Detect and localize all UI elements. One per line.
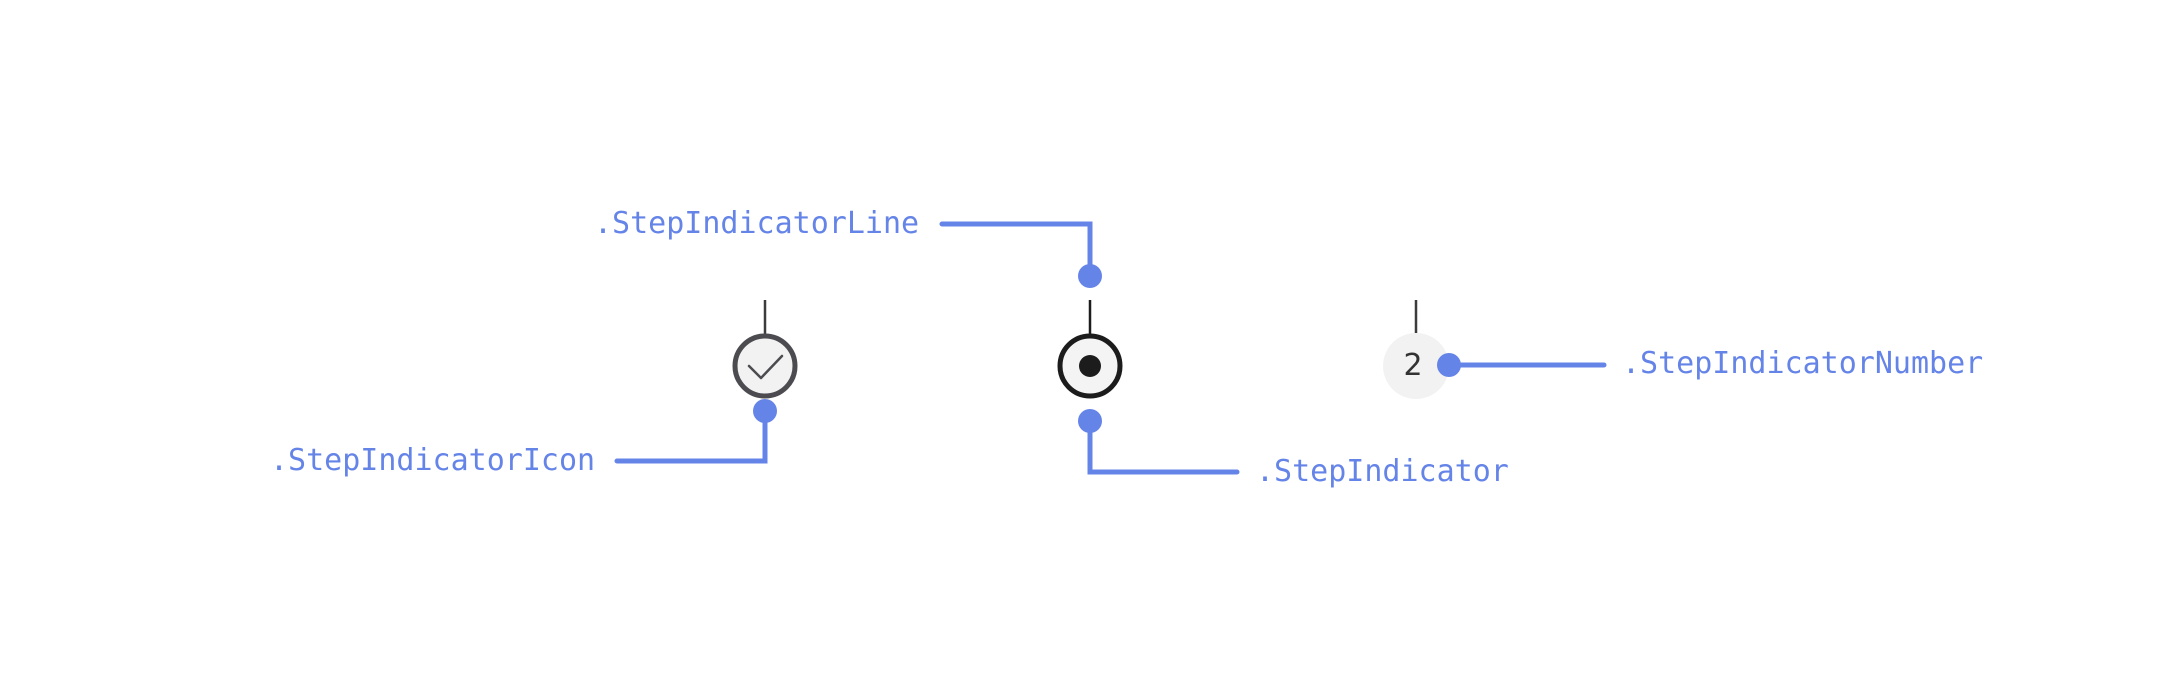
step-completed [732, 300, 798, 399]
annotation-line-connector [939, 221, 1102, 288]
step-active [1057, 300, 1123, 399]
step-indicator-completed [732, 333, 798, 399]
annotation-number-connector [1437, 353, 1607, 377]
step-indicator-upcoming [1383, 333, 1449, 399]
annotation-label-step-indicator-line: .StepIndicatorLine [594, 206, 920, 241]
annotation-label-step-indicator: .StepIndicator [1256, 454, 1509, 489]
dot-icon [1079, 355, 1101, 377]
annotation-label-step-indicator-number: .StepIndicatorNumber [1622, 346, 1984, 381]
check-icon [747, 354, 784, 380]
step-upcoming [1383, 300, 1449, 399]
annotation-label-step-indicator-icon: .StepIndicatorIcon [270, 443, 596, 478]
annotation-icon-connector [614, 399, 777, 464]
annotation-indicator-connector [1078, 409, 1240, 475]
